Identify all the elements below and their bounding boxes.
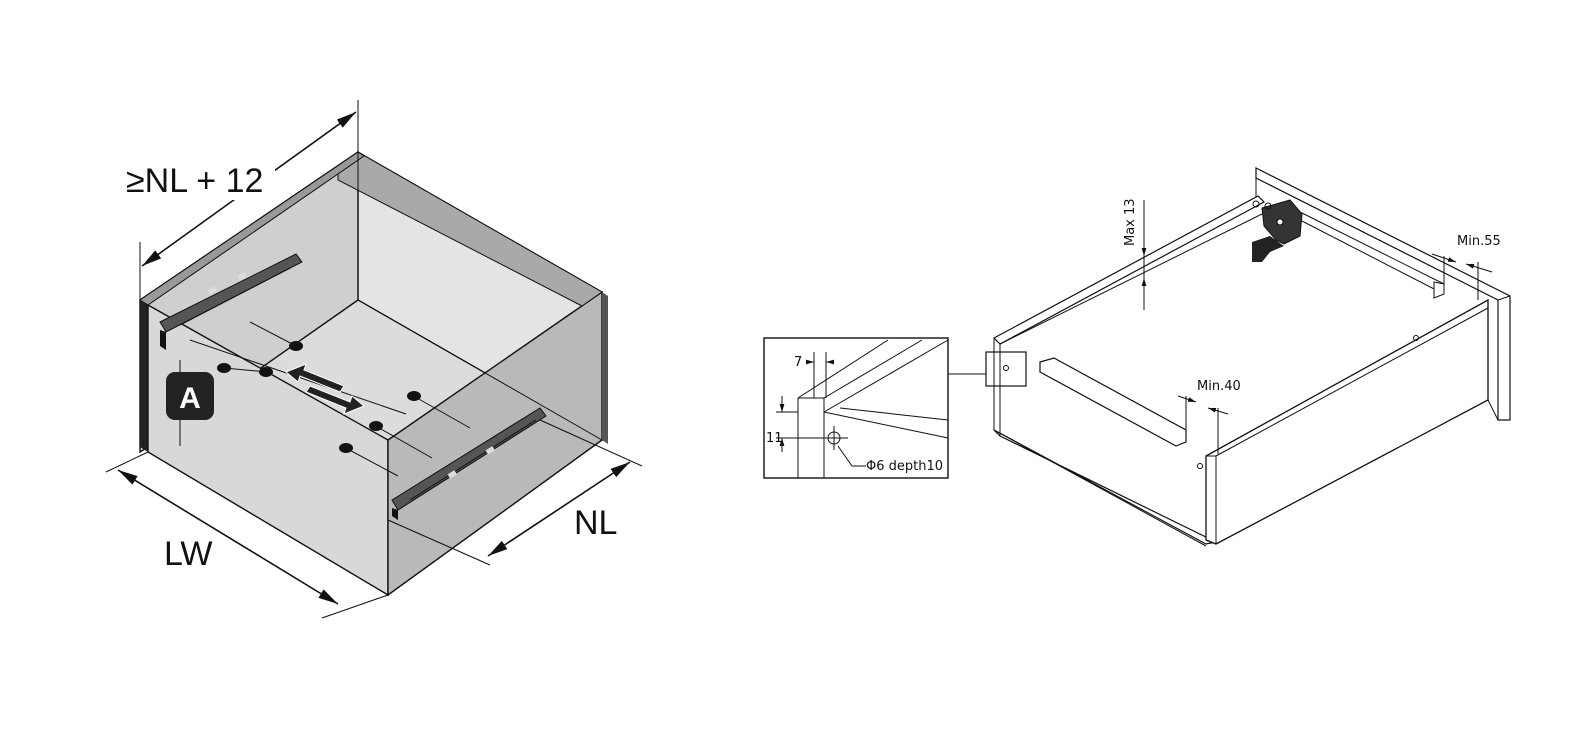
callout-a-badge: A	[166, 360, 214, 446]
detail-inset: 7 11 Φ6 depth10	[763, 337, 986, 479]
cabinet-diagram: A ≥NL + 12 LW NL	[105, 100, 643, 619]
inset-dim-side-label: 11	[766, 431, 783, 446]
mounting-screws	[217, 321, 471, 477]
dimension-depth: NL	[387, 419, 643, 566]
dimension-top-label: ≥NL + 12	[126, 162, 263, 200]
max-height-label: Max 13	[1123, 198, 1138, 246]
dimension-width: LW	[105, 451, 389, 619]
right-runner	[391, 407, 547, 520]
inset-hole-label: Φ6 depth10	[866, 459, 943, 474]
dimension-depth-label: NL	[574, 504, 617, 542]
drawer-diagram: Max 13 Min.55 Min.40	[985, 167, 1511, 547]
dimension-width-label: LW	[164, 535, 212, 573]
inset-dim-top-label: 7	[794, 355, 802, 370]
dimension-max-height: Max 13	[1123, 198, 1147, 310]
cabinet-front-face	[140, 300, 148, 452]
dimension-top: ≥NL + 12	[120, 100, 359, 300]
alignment-arrows	[189, 339, 407, 415]
locking-clip-icon	[1252, 199, 1303, 262]
dimension-min-back: Min.55	[1431, 234, 1501, 300]
detail-marker	[985, 351, 1027, 387]
min-front-label: Min.40	[1197, 379, 1241, 394]
min-back-label: Min.55	[1457, 234, 1501, 249]
dimension-min-front: Min.40	[1177, 379, 1241, 454]
callout-a-label: A	[179, 382, 201, 415]
